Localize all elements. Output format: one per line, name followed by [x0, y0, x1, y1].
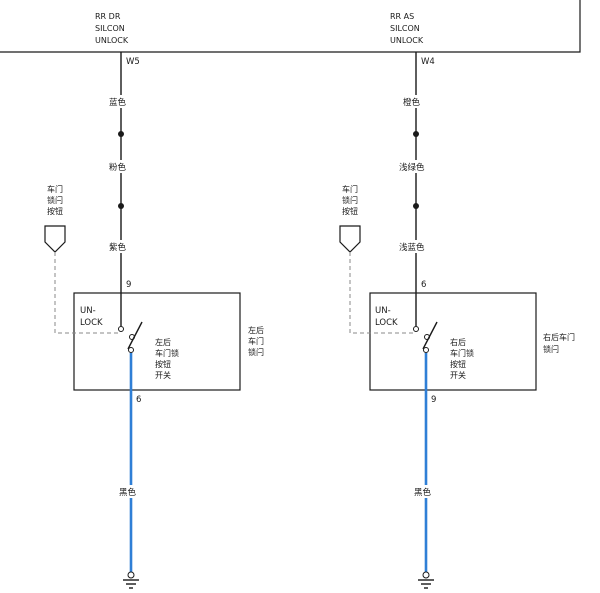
control-module-outline	[0, 0, 581, 53]
right-wire-color-3: 浅蓝色	[399, 242, 425, 253]
right-splice-2	[413, 203, 419, 209]
left-splice-2	[118, 203, 124, 209]
right-switch-name-3: 按钮	[450, 359, 466, 369]
left-signal-line-2: SILCON	[95, 24, 125, 33]
right-component-name-2: 锁闩	[543, 344, 559, 354]
left-component-name-2: 车门	[248, 336, 264, 346]
left-conn-pin-top: 9	[126, 280, 131, 290]
right-ground-icon	[418, 579, 434, 589]
left-ground-node	[127, 571, 135, 579]
right-signal-line-3: UNLOCK	[390, 36, 424, 45]
right-switch-state-2: LOCK	[375, 318, 398, 328]
right-switch-pivot	[423, 347, 429, 353]
left-component-name-1: 左后	[248, 325, 264, 335]
right-switch-name-2: 车门锁	[450, 348, 474, 358]
left-ground-icon	[123, 579, 139, 589]
left-button-label-1: 车门	[47, 184, 63, 194]
right-wire-color-2: 浅绿色	[399, 162, 425, 173]
left-switch-pivot	[128, 347, 134, 353]
left-door-button-icon	[44, 225, 66, 253]
right-latch-component-box	[369, 292, 537, 391]
right-button-label-3: 按钮	[342, 206, 358, 216]
right-switch-name-1: 右后	[450, 337, 466, 347]
right-splice-1	[413, 131, 419, 137]
right-mechanical-link	[349, 252, 413, 334]
left-button-label-3: 按钮	[47, 206, 63, 216]
right-conn-pin-top: 6	[421, 280, 426, 290]
left-switch-name-4: 开关	[155, 370, 171, 380]
left-conn-pin-bottom: 6	[136, 395, 141, 405]
right-signal-line-1: RR AS	[390, 12, 414, 21]
right-switch-blade	[422, 321, 438, 350]
left-switch-name-2: 车门锁	[155, 348, 179, 358]
left-switch-state-1: UN-	[80, 306, 96, 316]
left-ground-wire-color: 黑色	[119, 487, 137, 498]
right-signal-line-2: SILCON	[390, 24, 420, 33]
left-splice-1	[118, 131, 124, 137]
left-signal-line-3: UNLOCK	[95, 36, 129, 45]
left-switch-contact-top	[118, 326, 124, 332]
right-switch-contact-top	[413, 326, 419, 332]
left-module-pin: W5	[126, 57, 140, 67]
left-switch-name-3: 按钮	[155, 359, 171, 369]
right-button-label-2: 锁闩	[342, 195, 358, 205]
left-wire-color-2: 粉色	[109, 162, 127, 173]
left-switch-state-2: LOCK	[80, 318, 103, 328]
right-switch-name-4: 开关	[450, 370, 466, 380]
left-component-name-3: 锁闩	[248, 347, 264, 357]
right-ground-wire-color: 黑色	[414, 487, 432, 498]
left-latch-component-box	[73, 292, 241, 391]
right-switch-state-1: UN-	[375, 306, 391, 316]
left-signal-line-1: RR DR	[95, 12, 121, 21]
left-switch-name-1: 左后	[155, 337, 171, 347]
right-ground-node	[422, 571, 430, 579]
left-button-label-2: 锁闩	[47, 195, 63, 205]
left-switch-blade	[127, 321, 143, 350]
right-module-pin: W4	[421, 57, 435, 67]
right-conn-pin-bottom: 9	[431, 395, 436, 405]
right-button-label-1: 车门	[342, 184, 358, 194]
left-mechanical-link	[54, 252, 118, 334]
right-component-name-1: 右后车门	[543, 332, 575, 342]
right-door-button-icon	[339, 225, 361, 253]
left-wire-color-1: 蓝色	[109, 97, 127, 108]
right-wire-color-1: 橙色	[403, 97, 421, 108]
left-wire-color-3: 紫色	[109, 242, 127, 253]
